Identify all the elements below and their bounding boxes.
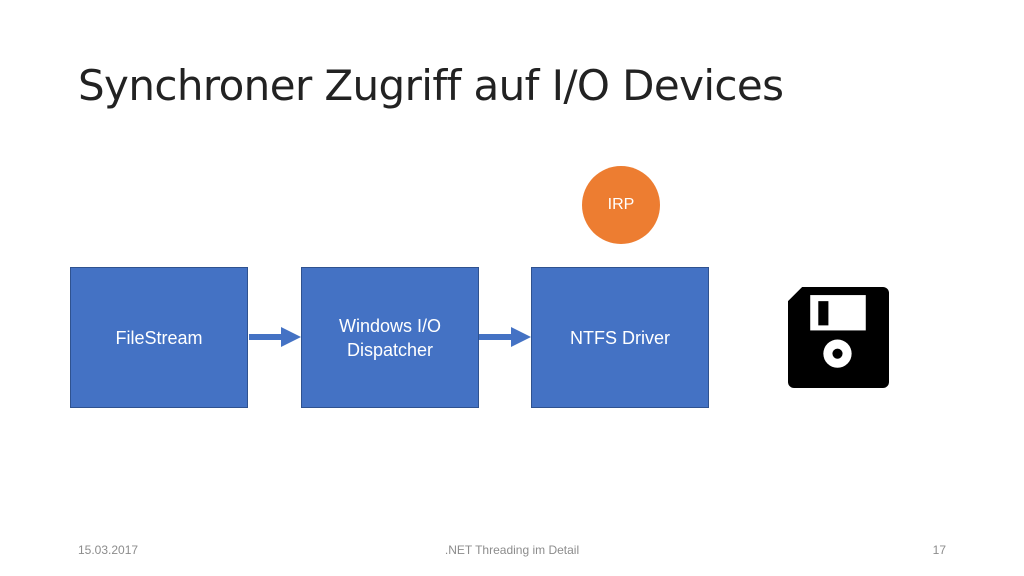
irp-circle: IRP (582, 166, 660, 244)
irp-label: IRP (607, 196, 635, 213)
ntfs-driver-label: NTFS Driver (570, 327, 670, 348)
filestream-box: FileStream (70, 267, 248, 408)
footer-page-number: 17 (932, 543, 946, 557)
slide-title: Synchroner Zugriff auf I/O Devices (78, 61, 784, 110)
arrow-filestream-to-dispatcher (249, 327, 301, 347)
windows-io-dispatcher-box: Windows I/O Dispatcher (301, 267, 479, 408)
arrow-dispatcher-to-ntfs (479, 327, 531, 347)
floppy-disk-icon (788, 287, 889, 388)
windows-io-dispatcher-label: Windows I/O Dispatcher (338, 315, 442, 360)
footer-date: 15.03.2017 (78, 543, 139, 557)
footer-title: .NET Threading im Detail (444, 543, 580, 557)
ntfs-driver-box: NTFS Driver (531, 267, 709, 408)
filestream-label: FileStream (115, 327, 203, 348)
